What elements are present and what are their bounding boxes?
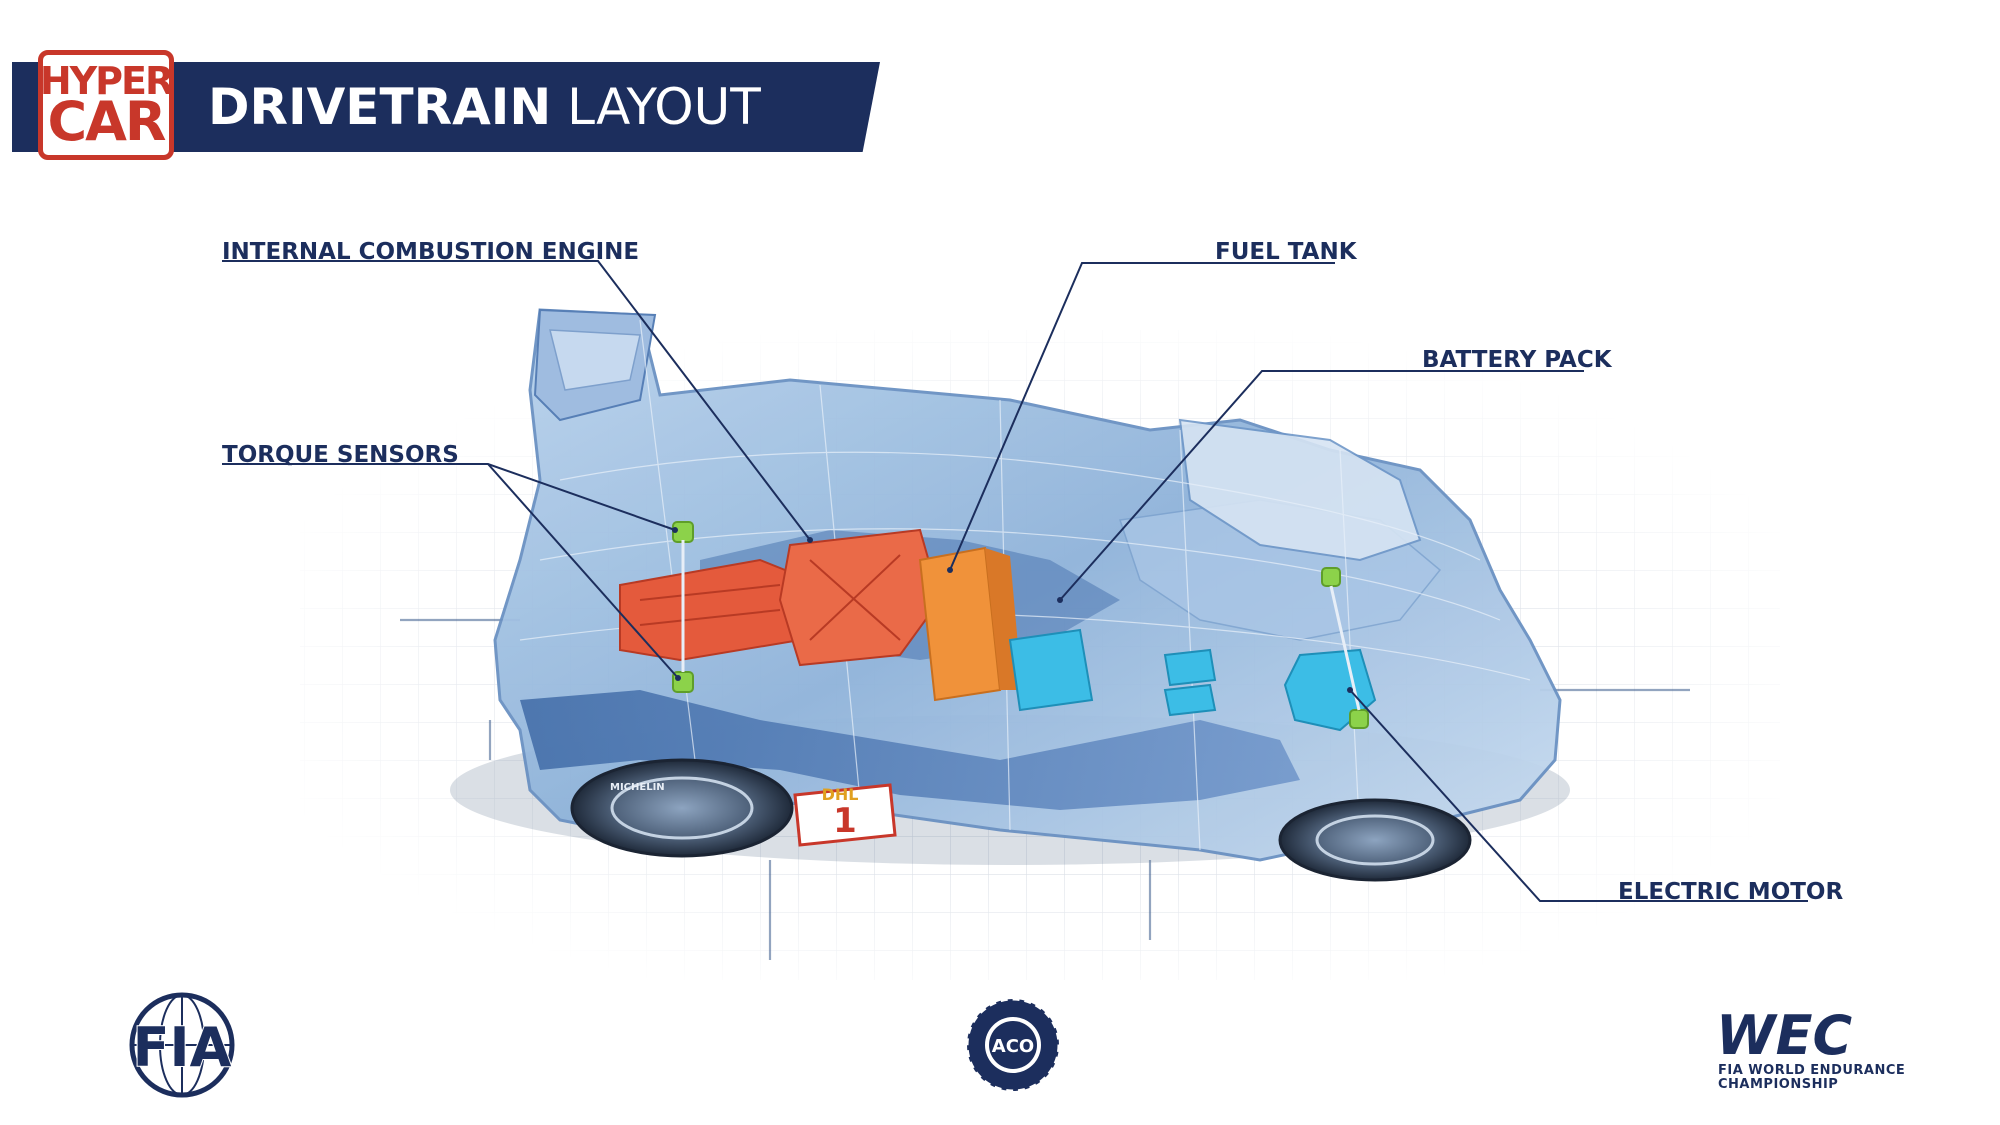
engine-block	[619, 528, 942, 667]
wec-tagline-1: FIA WORLD ENDURANCE	[1718, 1063, 1906, 1078]
callout-engine: INTERNAL COMBUSTION ENGINE	[222, 239, 640, 265]
badge-line-1: HYPER	[39, 58, 174, 103]
torque-sensors	[672, 521, 1369, 729]
wec-tagline: FIA WORLD ENDURANCE CHAMPIONSHIP	[1718, 1064, 1905, 1092]
callout-electric-motor: ELECTRIC MOTOR	[1618, 879, 1844, 905]
fia-logo: FIA	[129, 992, 235, 1098]
hypercar-badge: HYPER CAR	[38, 50, 174, 160]
front-wheel	[1278, 798, 1472, 882]
sponsor-mark: DHL	[822, 785, 859, 804]
race-number: 1	[833, 801, 857, 841]
badge-line-2: CAR	[47, 89, 166, 153]
title-bold: DRIVETRAIN	[208, 78, 552, 136]
page-title: DRIVETRAIN LAYOUT	[208, 76, 761, 138]
wec-tagline-2: CHAMPIONSHIP	[1718, 1077, 1839, 1092]
callout-battery: BATTERY PACK	[1422, 347, 1612, 373]
fuel-tank	[918, 546, 1022, 702]
battery-pack	[1008, 628, 1217, 717]
callout-torque-sensors: TORQUE SENSORS	[222, 442, 459, 468]
aco-wordmark: ACO	[992, 1036, 1034, 1057]
wec-wordmark: WEC	[1716, 1006, 1852, 1062]
tyre-brand-rear: MICHELIN	[610, 782, 665, 793]
fia-wordmark: FIA	[133, 1016, 232, 1079]
wec-logo: WEC	[1716, 1006, 1852, 1062]
rear-wheel	[570, 758, 794, 858]
callout-fuel-tank: FUEL TANK	[1215, 239, 1357, 265]
aco-logo: ACO	[965, 997, 1061, 1093]
title-light: LAYOUT	[567, 78, 761, 136]
